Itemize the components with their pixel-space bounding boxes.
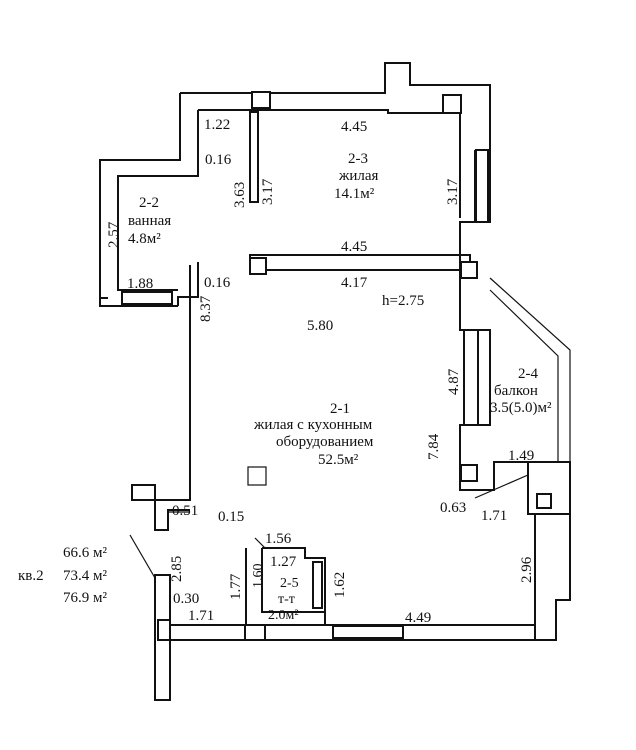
ceiling-height: h=2.75 xyxy=(382,293,424,309)
window-right-2-3 xyxy=(475,149,489,223)
column-2 xyxy=(442,94,462,114)
room-2-2-area: 4.8м² xyxy=(128,231,161,247)
dim-1-49: 1.49 xyxy=(508,448,534,464)
column-center xyxy=(247,466,267,486)
apartment-areas: 66.6 м² кв.2 73.4 м² 76.9 м² xyxy=(18,545,107,606)
apartment-area-2: 73.4 м² xyxy=(63,568,107,584)
column-1 xyxy=(251,91,271,109)
leader-line-1-56 xyxy=(254,537,266,549)
room-labels: 2-3 жилая 14.1м² 2-2 ванная 4.8м² 2-1 жи… xyxy=(128,151,552,623)
balcony-outline xyxy=(489,277,571,462)
dim-8-37: 8.37 xyxy=(198,295,214,322)
room-2-3-name: жилая xyxy=(338,168,379,184)
room-2-2-name: ванная xyxy=(128,213,171,229)
dim-1-71-a: 1.71 xyxy=(481,508,507,524)
room-2-1-name: жилая с кухонным xyxy=(253,417,373,433)
dim-0-30: 0.30 xyxy=(173,591,199,607)
wall-bottom-left xyxy=(154,574,171,701)
dim-5-80: 5.80 xyxy=(307,318,333,334)
dim-3-63: 3.63 xyxy=(232,182,248,208)
apartment-label: кв.2 xyxy=(18,568,44,584)
balcony-outline-inner xyxy=(489,289,559,462)
wall-left-main xyxy=(131,265,191,531)
room-2-4-code: 2-4 xyxy=(518,366,538,382)
apartment-area-3: 76.9 м² xyxy=(63,590,107,606)
column-5 xyxy=(460,464,478,482)
dim-1-62: 1.62 xyxy=(332,572,348,598)
leader-line-1-71 xyxy=(474,474,529,499)
window-left-2-3 xyxy=(249,111,259,203)
wall-middle xyxy=(249,254,471,271)
column-right-inner xyxy=(536,493,552,509)
dim-1-71-b: 1.71 xyxy=(188,608,214,624)
dim-1-27: 1.27 xyxy=(270,554,297,570)
wall-bath-bottom xyxy=(99,298,178,307)
toilet-window xyxy=(312,561,323,609)
dim-4-45-mid: 4.45 xyxy=(341,239,367,255)
wall-top-2-3-inner xyxy=(198,109,461,218)
dimensions: 1.22 4.45 0.16 3.63 3.17 3.17 2.57 4.45 … xyxy=(106,117,535,626)
room-2-5-area: 2.0м² xyxy=(268,608,299,623)
column-4 xyxy=(460,261,478,279)
dim-1-60: 1.60 xyxy=(251,564,266,589)
dim-0-63: 0.63 xyxy=(440,500,466,516)
dim-1-88: 1.88 xyxy=(127,276,153,292)
wall-left-upper-inner xyxy=(117,110,199,291)
dim-0-15: 0.15 xyxy=(218,509,244,525)
wall-right-lower xyxy=(534,514,571,641)
wall-left-upper xyxy=(99,93,181,299)
wall-right xyxy=(459,150,528,491)
column-bottom-1 xyxy=(244,624,266,641)
room-2-1-name2: оборудованием xyxy=(276,434,374,450)
room-2-4-name: балкон xyxy=(494,383,538,399)
walls xyxy=(99,62,571,701)
column-3 xyxy=(249,257,267,275)
room-2-1-code: 2-1 xyxy=(330,401,350,417)
dim-4-45-top: 4.45 xyxy=(341,119,367,135)
wall-top-2-3 xyxy=(180,62,491,150)
column-bottom-2 xyxy=(157,619,171,641)
window-right-2-1 xyxy=(463,329,479,426)
dim-4-49: 4.49 xyxy=(405,610,431,626)
dim-2-85: 2.85 xyxy=(169,556,185,582)
room-2-1-area: 52.5м² xyxy=(318,452,359,468)
wall-left-main-inner xyxy=(177,262,199,306)
wall-toilet xyxy=(245,547,326,625)
room-2-5-name: т-т xyxy=(278,592,295,607)
apartment-area-1: 66.6 м² xyxy=(63,545,107,561)
dim-7-84: 7.84 xyxy=(426,433,442,460)
dim-1-22: 1.22 xyxy=(204,117,230,133)
window-bath xyxy=(121,291,173,305)
dim-4-87: 4.87 xyxy=(446,368,462,395)
dim-0-16-a: 0.16 xyxy=(205,152,232,168)
room-2-5-code: 2-5 xyxy=(280,576,299,591)
room-2-3-area: 14.1м² xyxy=(334,186,375,202)
room-2-4-area: 3.5(5.0)м² xyxy=(490,400,552,416)
dim-0-16-b: 0.16 xyxy=(204,275,231,291)
dim-2-96: 2.96 xyxy=(519,556,535,583)
dim-3-17-a: 3.17 xyxy=(260,178,276,205)
dim-1-56: 1.56 xyxy=(265,531,292,547)
room-2-3-code: 2-3 xyxy=(348,151,368,167)
dim-2-57: 2.57 xyxy=(106,221,122,248)
room-2-2-code: 2-2 xyxy=(139,195,159,211)
dim-4-17: 4.17 xyxy=(341,275,368,291)
dim-3-17-b: 3.17 xyxy=(445,178,461,205)
dim-1-77: 1.77 xyxy=(228,573,244,600)
dim-0-51: 0.51 xyxy=(172,503,198,519)
window-bottom xyxy=(332,625,404,639)
leader-line-2-85 xyxy=(129,534,156,579)
